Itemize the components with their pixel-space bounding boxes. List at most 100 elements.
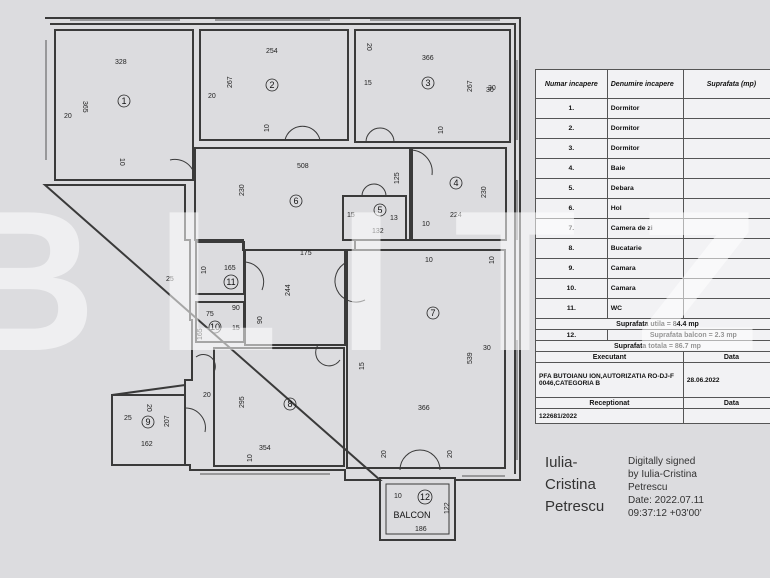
dim-label: 10 bbox=[264, 124, 271, 132]
totals-row-total: Suprafata totala = 86.7 mp bbox=[535, 340, 770, 352]
signature-detail-line: 09:37:12 +03'00' bbox=[628, 508, 702, 519]
room-1-number: 1 bbox=[121, 96, 126, 106]
dim-label: 366 bbox=[422, 55, 434, 62]
dim-label: 267 bbox=[227, 76, 234, 88]
dim-label: 10 bbox=[438, 126, 445, 134]
dim-label: 267 bbox=[467, 80, 474, 92]
dim-label: 30 bbox=[486, 87, 494, 94]
signature-name-line: Petrescu bbox=[545, 498, 605, 515]
table-row: 5.Debara bbox=[535, 178, 770, 199]
table-row: 8.Bucatarie bbox=[535, 238, 770, 259]
receptionat-label: Receptionat bbox=[535, 397, 684, 409]
executant-label: Executant bbox=[535, 351, 684, 363]
dim-label: 15 bbox=[232, 325, 240, 332]
dim-label: 132 bbox=[372, 228, 384, 235]
executant-name: PFA BUTOIANU ION,AUTORIZATIA RO-DJ-F 004… bbox=[535, 362, 684, 398]
dim-label: 20 bbox=[447, 450, 454, 458]
row-12: 12.Suprafata balcon = 2.3 mp bbox=[535, 329, 770, 341]
dim-label: 186 bbox=[415, 526, 427, 533]
dim-label: 244 bbox=[285, 284, 292, 296]
dim-label: 13 bbox=[390, 215, 398, 222]
dim-label: 20 bbox=[145, 404, 152, 412]
room-12-number: 12 bbox=[420, 492, 430, 502]
room-name-cell: Debara bbox=[606, 178, 684, 199]
dim-label: 207 bbox=[164, 415, 171, 427]
room-name-cell: Camera de zi bbox=[606, 218, 684, 239]
totals-row-utila: Suprafata utila = 84.4 mp bbox=[535, 318, 770, 330]
dim-label: 162 bbox=[141, 441, 153, 448]
dim-label: 25 bbox=[166, 276, 174, 283]
dim-label: 165 bbox=[197, 328, 204, 340]
dim-label: 295 bbox=[239, 396, 246, 408]
room-name-cell: WC bbox=[606, 298, 684, 319]
room-num-cell: 7. bbox=[535, 218, 608, 239]
signature-detail-line: Petrescu bbox=[628, 482, 668, 493]
data-label: Data bbox=[682, 397, 770, 409]
room-num-cell: 12. bbox=[535, 329, 608, 341]
signature-detail-line: Date: 2022.07.11 bbox=[628, 495, 704, 506]
dim-label: 122 bbox=[444, 502, 451, 514]
dim-label: 230 bbox=[481, 186, 488, 198]
dim-label: 15 bbox=[359, 362, 366, 370]
room-9-number: 9 bbox=[145, 417, 150, 427]
room-2-number: 2 bbox=[269, 80, 274, 90]
room-num-cell: 6. bbox=[535, 198, 608, 219]
dim-label: 10 bbox=[247, 454, 254, 462]
room-num-cell: 1. bbox=[535, 98, 608, 119]
header-room-name: Denumire incapere bbox=[606, 69, 684, 99]
room-6-number: 6 bbox=[293, 196, 298, 206]
dim-label: 230 bbox=[239, 184, 246, 196]
room-4-number: 4 bbox=[453, 178, 458, 188]
table-header-row: Numar incapere Denumire incapere Suprafa… bbox=[535, 69, 770, 99]
room-num-cell: 8. bbox=[535, 238, 608, 259]
dim-label: 10 bbox=[422, 221, 430, 228]
dim-label: 90 bbox=[232, 305, 240, 312]
header-room-number: Numar incapere bbox=[535, 69, 608, 99]
dim-label: 20 bbox=[381, 450, 388, 458]
room-10-number: 10 bbox=[210, 322, 220, 332]
table-row: 2.Dormitor bbox=[535, 118, 770, 139]
dim-label: 125 bbox=[394, 172, 401, 184]
room-num-cell: 9. bbox=[535, 258, 608, 279]
room-name-cell: Dormitor bbox=[606, 98, 684, 119]
dim-label: 539 bbox=[467, 352, 474, 364]
dim-label: 508 bbox=[297, 163, 309, 170]
dim-label: 354 bbox=[259, 445, 271, 452]
room-num-cell: 3. bbox=[535, 138, 608, 159]
dim-label: 75 bbox=[206, 311, 214, 318]
executant-row: PFA BUTOIANU ION,AUTORIZATIA RO-DJ-F 004… bbox=[535, 362, 770, 398]
signature-name: Iulia- Cristina Petrescu bbox=[545, 452, 604, 518]
header-area: Suprafata (mp) bbox=[682, 69, 770, 99]
room-name-cell: Hol bbox=[606, 198, 684, 219]
signature-name-line: Cristina bbox=[545, 476, 596, 493]
data-label: Data bbox=[682, 351, 770, 363]
dim-label: 10 bbox=[394, 493, 402, 500]
table-row: 3.Dormitor bbox=[535, 138, 770, 159]
dim-label: 20 bbox=[64, 113, 72, 120]
dim-label: 25 bbox=[124, 415, 132, 422]
room-name-cell: Baie bbox=[606, 158, 684, 179]
floor-plan: 1 2 3 4 5 6 7 8 9 10 11 12 328 365 20 10… bbox=[42, 17, 521, 541]
room-name-cell: Camara bbox=[606, 258, 684, 279]
signature-details: Digitally signed by Iulia-Cristina Petre… bbox=[628, 455, 704, 520]
dim-label: 90 bbox=[257, 316, 264, 324]
room-3-number: 3 bbox=[425, 78, 430, 88]
dim-label: 365 bbox=[81, 101, 88, 113]
room-name-cell: Bucatarie bbox=[606, 238, 684, 259]
room-5-number: 5 bbox=[377, 205, 382, 215]
table-row: 9.Camara bbox=[535, 258, 770, 279]
signature-detail-line: by Iulia-Cristina bbox=[628, 469, 697, 480]
room-11-number: 11 bbox=[226, 277, 235, 287]
dim-label: 10 bbox=[489, 256, 496, 264]
table-row: 11.WC bbox=[535, 298, 770, 319]
rooms-table: Numar incapere Denumire incapere Suprafa… bbox=[535, 69, 770, 424]
dim-label: 20 bbox=[365, 43, 372, 51]
table-row: 1.Dormitor bbox=[535, 98, 770, 119]
room-name-cell: Dormitor bbox=[606, 118, 684, 139]
table-row: 7.Camera de zi bbox=[535, 218, 770, 239]
room-num-cell: 2. bbox=[535, 118, 608, 139]
table-row: 6.Hol bbox=[535, 198, 770, 219]
dim-label: 10 bbox=[118, 158, 125, 166]
